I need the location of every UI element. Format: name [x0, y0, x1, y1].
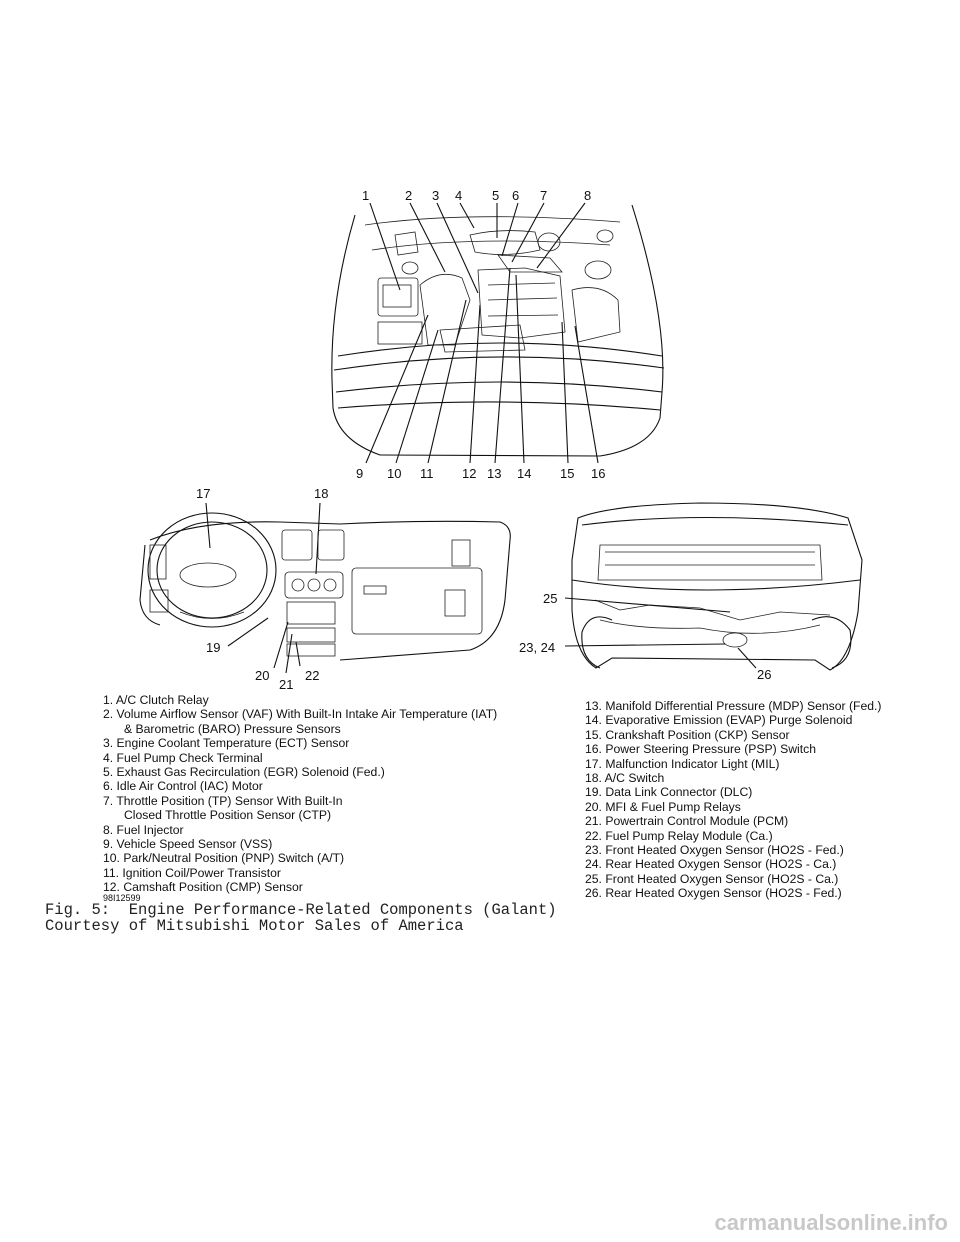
figure-code: 98I12599 — [103, 893, 141, 903]
callout-2: 2 — [405, 188, 413, 203]
callout-15: 15 — [560, 466, 575, 481]
callout-18: 18 — [314, 486, 329, 501]
legend-item: 8. Fuel Injector — [103, 822, 184, 837]
figure-credit: Courtesy of Mitsubishi Motor Sales of Am… — [45, 917, 464, 935]
legend-item: 26. Rear Heated Oxygen Sensor (HO2S - Fe… — [585, 886, 842, 901]
legend-item: 19. Data Link Connector (DLC) — [585, 785, 753, 800]
callout-13: 13 — [487, 466, 502, 481]
legend-item: 16. Power Steering Pressure (PSP) Switch — [585, 742, 816, 757]
callout-10: 10 — [387, 466, 402, 481]
legend-item: 17. Malfunction Indicator Light (MIL) — [585, 756, 780, 771]
callout-5: 5 — [492, 188, 500, 203]
figure-caption: Fig. 5: Engine Performance-Related Compo… — [45, 901, 557, 919]
legend-item: 9. Vehicle Speed Sensor (VSS) — [103, 837, 273, 852]
callout-3: 3 — [432, 188, 440, 203]
callout-20: 20 — [255, 668, 270, 683]
callout-23-24: 23, 24 — [519, 640, 556, 655]
legend-item: 2. Volume Airflow Sensor (VAF) With Buil… — [103, 707, 498, 722]
legend-item: 6. Idle Air Control (IAC) Motor — [103, 779, 263, 794]
watermark: carmanualsonline.info — [714, 1210, 949, 1235]
callout-22: 22 — [305, 668, 320, 683]
callout-21: 21 — [279, 677, 294, 692]
legend-item: 10. Park/Neutral Position (PNP) Switch (… — [103, 851, 345, 866]
legend-right: 13. Manifold Differential Pressure (MDP)… — [585, 699, 881, 901]
callout-19: 19 — [206, 640, 221, 655]
legend-item: 4. Fuel Pump Check Terminal — [103, 750, 263, 765]
legend-item: 20. MFI & Fuel Pump Relays — [585, 799, 741, 814]
legend-item: 12. Camshaft Position (CMP) Sensor — [103, 880, 303, 895]
callout-25: 25 — [543, 591, 558, 606]
dashboard-drawing — [139, 512, 511, 661]
leader-lines — [205, 202, 757, 674]
callout-26: 26 — [757, 667, 772, 682]
callout-4: 4 — [455, 188, 463, 203]
callout-8: 8 — [584, 188, 592, 203]
legend-item: 21. Powertrain Control Module (PCM) — [585, 814, 789, 829]
legend-item: 13. Manifold Differential Pressure (MDP)… — [585, 699, 882, 713]
callout-6: 6 — [512, 188, 520, 203]
legend-item: 1. A/C Clutch Relay — [103, 693, 209, 707]
legend-left: 1. A/C Clutch Relay 2. Volume Airflow Se… — [103, 693, 497, 895]
callout-14: 14 — [517, 466, 532, 481]
callout-16: 16 — [591, 466, 606, 481]
callout-12: 12 — [462, 466, 477, 481]
legend-item-continued: Closed Throttle Position Sensor (CTP) — [124, 808, 332, 823]
undercarriage-drawing — [571, 502, 863, 671]
legend-item: 25. Front Heated Oxygen Sensor (HO2S - C… — [585, 871, 839, 886]
callout-1: 1 — [362, 188, 370, 203]
callout-7: 7 — [540, 188, 548, 203]
legend-item: 7. Throttle Position (TP) Sensor With Bu… — [103, 793, 343, 808]
legend-item: 5. Exhaust Gas Recirculation (EGR) Solen… — [103, 765, 385, 780]
legend-item: 14. Evaporative Emission (EVAP) Purge So… — [585, 713, 853, 728]
callout-9: 9 — [356, 466, 364, 481]
legend-item: 15. Crankshaft Position (CKP) Sensor — [585, 727, 790, 742]
legend-item: 11. Ignition Coil/Power Transistor — [103, 865, 281, 880]
legend-item: 3. Engine Coolant Temperature (ECT) Sens… — [103, 736, 350, 751]
legend-item: 22. Fuel Pump Relay Module (Ca.) — [585, 828, 773, 843]
legend-item: 23. Front Heated Oxygen Sensor (HO2S - F… — [585, 843, 844, 858]
callout-11: 11 — [420, 466, 434, 481]
legend-item: 18. A/C Switch — [585, 771, 665, 786]
legend-item: 24. Rear Heated Oxygen Sensor (HO2S - Ca… — [585, 857, 837, 872]
legend-item-continued: & Barometric (BARO) Pressure Sensors — [124, 721, 341, 736]
callout-17: 17 — [196, 486, 211, 501]
